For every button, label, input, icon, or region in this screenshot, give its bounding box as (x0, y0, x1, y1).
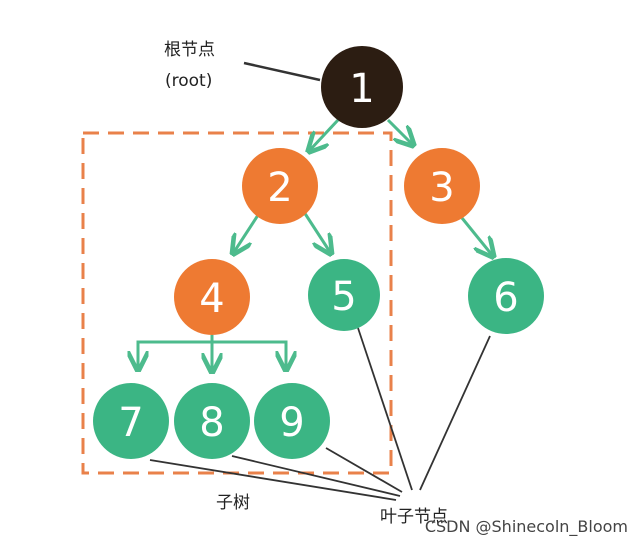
node-6: 6 (468, 258, 544, 334)
node-6-circle (468, 258, 544, 334)
leaf-pointer-line-9 (325, 447, 403, 493)
node-6-label: 6 (493, 275, 518, 321)
node-9-label: 9 (279, 400, 304, 446)
node-3-circle (404, 148, 480, 224)
root-pointer-line (243, 61, 321, 82)
node-3: 3 (404, 148, 480, 224)
node-7-label: 7 (118, 400, 143, 446)
node-1-circle (321, 46, 403, 128)
node-2-label: 2 (267, 165, 292, 211)
root-label-line2: (root) (165, 71, 212, 91)
leaf-pointer-line-7 (149, 459, 397, 501)
node-4-circle (174, 259, 250, 335)
watermark: CSDN @Shinecoln_Bloom (425, 517, 628, 537)
leaf-pointer-line-5 (357, 327, 413, 491)
edge-1-2 (310, 118, 340, 150)
node-8: 8 (174, 383, 250, 459)
leaf-pointer-line-6 (419, 335, 491, 491)
subtree-label: 子树 (216, 493, 250, 513)
node-8-label: 8 (199, 400, 224, 446)
edges (138, 118, 492, 370)
edge-4-7 (138, 335, 214, 368)
root-label-line1: 根节点 (164, 40, 215, 60)
node-1-label: 1 (349, 66, 374, 112)
node-9: 9 (254, 383, 330, 459)
edge-3-6 (460, 217, 492, 255)
edge-4-9 (210, 335, 286, 368)
edge-2-4 (234, 211, 262, 252)
node-5-circle (308, 259, 380, 331)
node-4: 4 (174, 259, 250, 335)
nodes: 1 2 3 4 5 6 7 8 (93, 46, 544, 459)
annotation-lines (149, 61, 491, 501)
edge-2-5 (302, 211, 330, 252)
leaf-pointer-line-8 (231, 455, 401, 497)
node-5: 5 (308, 259, 380, 331)
node-4-label: 4 (199, 276, 224, 322)
subtree-box (81, 131, 393, 475)
node-5-label: 5 (331, 274, 356, 320)
edge-1-3 (386, 118, 412, 144)
node-2: 2 (242, 148, 318, 224)
node-9-circle (254, 383, 330, 459)
node-1: 1 (321, 46, 403, 128)
node-2-circle (242, 148, 318, 224)
leaf-label: 叶子节点 (380, 507, 448, 527)
node-7: 7 (93, 383, 169, 459)
node-7-circle (93, 383, 169, 459)
node-8-circle (174, 383, 250, 459)
node-3-label: 3 (429, 165, 454, 211)
